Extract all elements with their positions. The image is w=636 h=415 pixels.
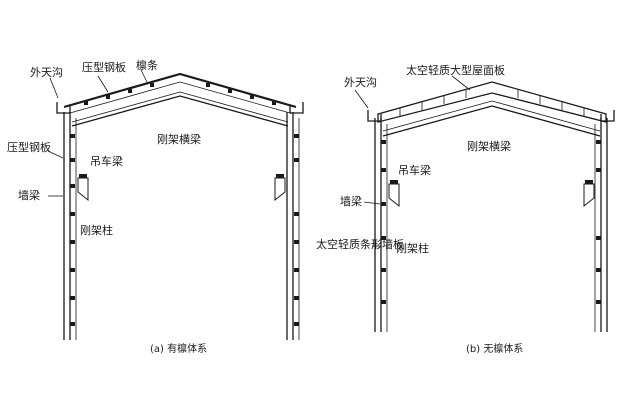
left-label-frame-column: 刚架柱 [80,223,113,237]
right-frame-column-right [594,118,608,332]
right-crane-beam-left [388,180,400,208]
right-gutter-left [367,110,382,122]
left-label-roof-panel: 压型钢板 [82,60,126,74]
right-frame-beam [382,105,601,137]
right-label-gutter: 外天沟 [344,76,377,89]
right-label-roof-panel: 太空轻质大型屋面板 [406,63,505,77]
left-label-crane-beam: 吊车梁 [90,154,123,168]
right-frame-column-left [374,118,388,332]
left-frame-column-right [286,112,300,340]
right-caption: (b) 无檩体系 [466,342,523,355]
left-label-purlin: 檩条 [136,58,158,72]
right-crane-beam-right [583,180,595,208]
left-gutter-left [56,102,71,114]
left-label-gutter: 外天沟 [30,66,63,79]
right-gutter-right [600,110,615,122]
left-gutter-right [289,102,304,114]
left-crane-beam-left [77,174,89,202]
left-label-wall-girt: 墙梁 [18,188,40,202]
left-purlins [84,83,276,105]
right-roof-panel [377,81,607,123]
right-label-frame-beam: 刚架横梁 [467,139,511,153]
left-wall-girts [70,134,299,326]
left-label-frame-beam: 刚架横梁 [157,132,201,146]
diagram-a: 外天沟 压型钢板 檩条 刚架横梁 吊车梁 压型钢板 墙梁 刚架柱 (a) 有檩体… [7,58,304,355]
left-caption: (a) 有檩体系 [150,342,207,355]
right-label-frame-column: 刚架柱 [396,241,429,255]
left-frame-column-left [63,112,77,340]
left-label-wall-panel: 压型钢板 [7,140,51,154]
right-label-crane-beam: 吊车梁 [398,163,431,177]
right-label-wall-girt: 墙梁 [340,194,362,208]
left-roof-panel [63,72,297,109]
left-frame-beam [71,95,289,127]
right-label-wall-panel: 太空轻质条形墙板 [316,237,404,251]
left-crane-beam-right [274,174,286,202]
right-wall-girts [381,140,601,304]
diagram-b: 外天沟 太空轻质大型屋面板 刚架横梁 吊车梁 墙梁 太空轻质条形墙板 刚架柱 (… [316,63,615,355]
